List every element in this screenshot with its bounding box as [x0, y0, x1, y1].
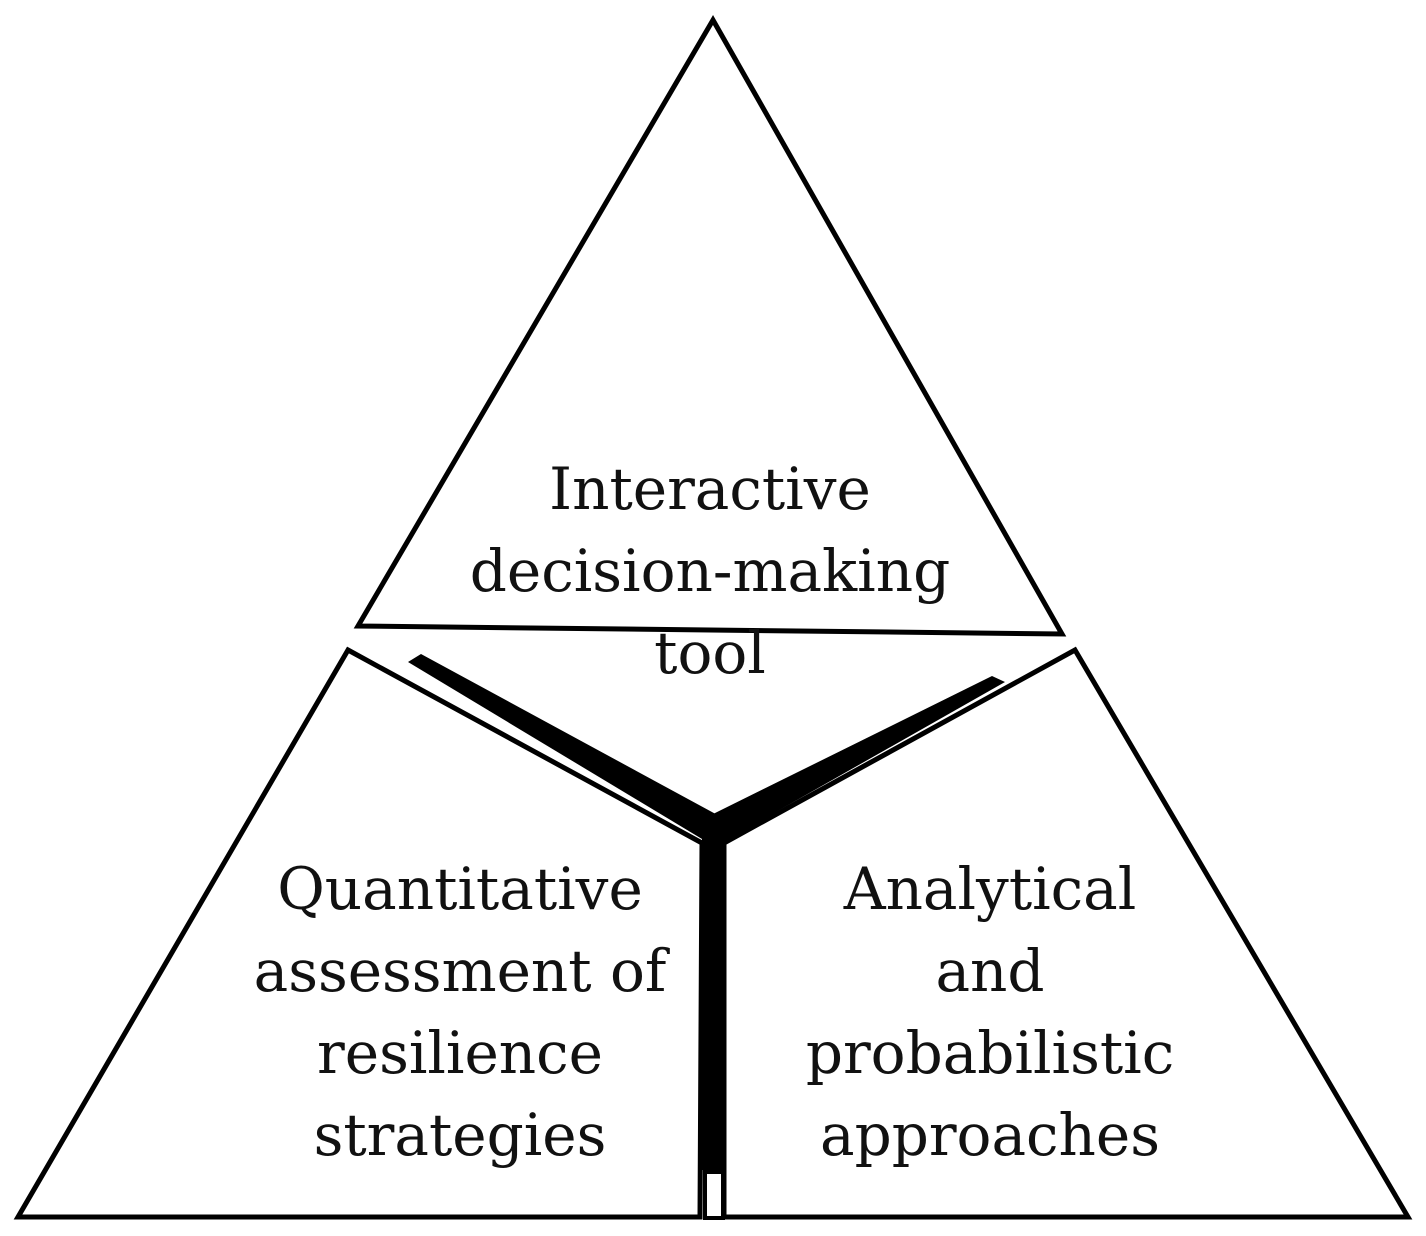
label-right-line-1: Analytical: [843, 855, 1137, 923]
connector-stem: [702, 822, 726, 1170]
label-left-line-2: assessment of: [253, 937, 667, 1005]
label-right-line-4: approaches: [820, 1101, 1160, 1169]
connector-stem-gap: [703, 1170, 725, 1220]
label-left-line-4: strategies: [313, 1101, 607, 1169]
label-right-line-3: probabilistic: [805, 1019, 1175, 1087]
left-trapezoid-section: [13, 646, 705, 1220]
connector-arm-right: [705, 676, 1005, 842]
label-top-line-1: Interactive: [549, 455, 871, 523]
label-right-line-2: and: [935, 937, 1045, 1005]
label-left-line-1: Quantitative: [277, 855, 643, 923]
label-analytical-probabilistic: Analytical and probabilistic approaches: [740, 848, 1240, 1176]
connector-arm-left: [408, 654, 723, 842]
label-top-line-2: decision-making: [469, 537, 951, 605]
top-triangle-section: [353, 14, 1067, 637]
label-top-line-3: tool: [654, 619, 766, 687]
label-quantitative-assessment: Quantitative assessment of resilience st…: [210, 848, 710, 1176]
label-left-line-3: resilience: [317, 1019, 603, 1087]
label-decision-making-tool: Interactive decision-making tool: [450, 448, 970, 694]
